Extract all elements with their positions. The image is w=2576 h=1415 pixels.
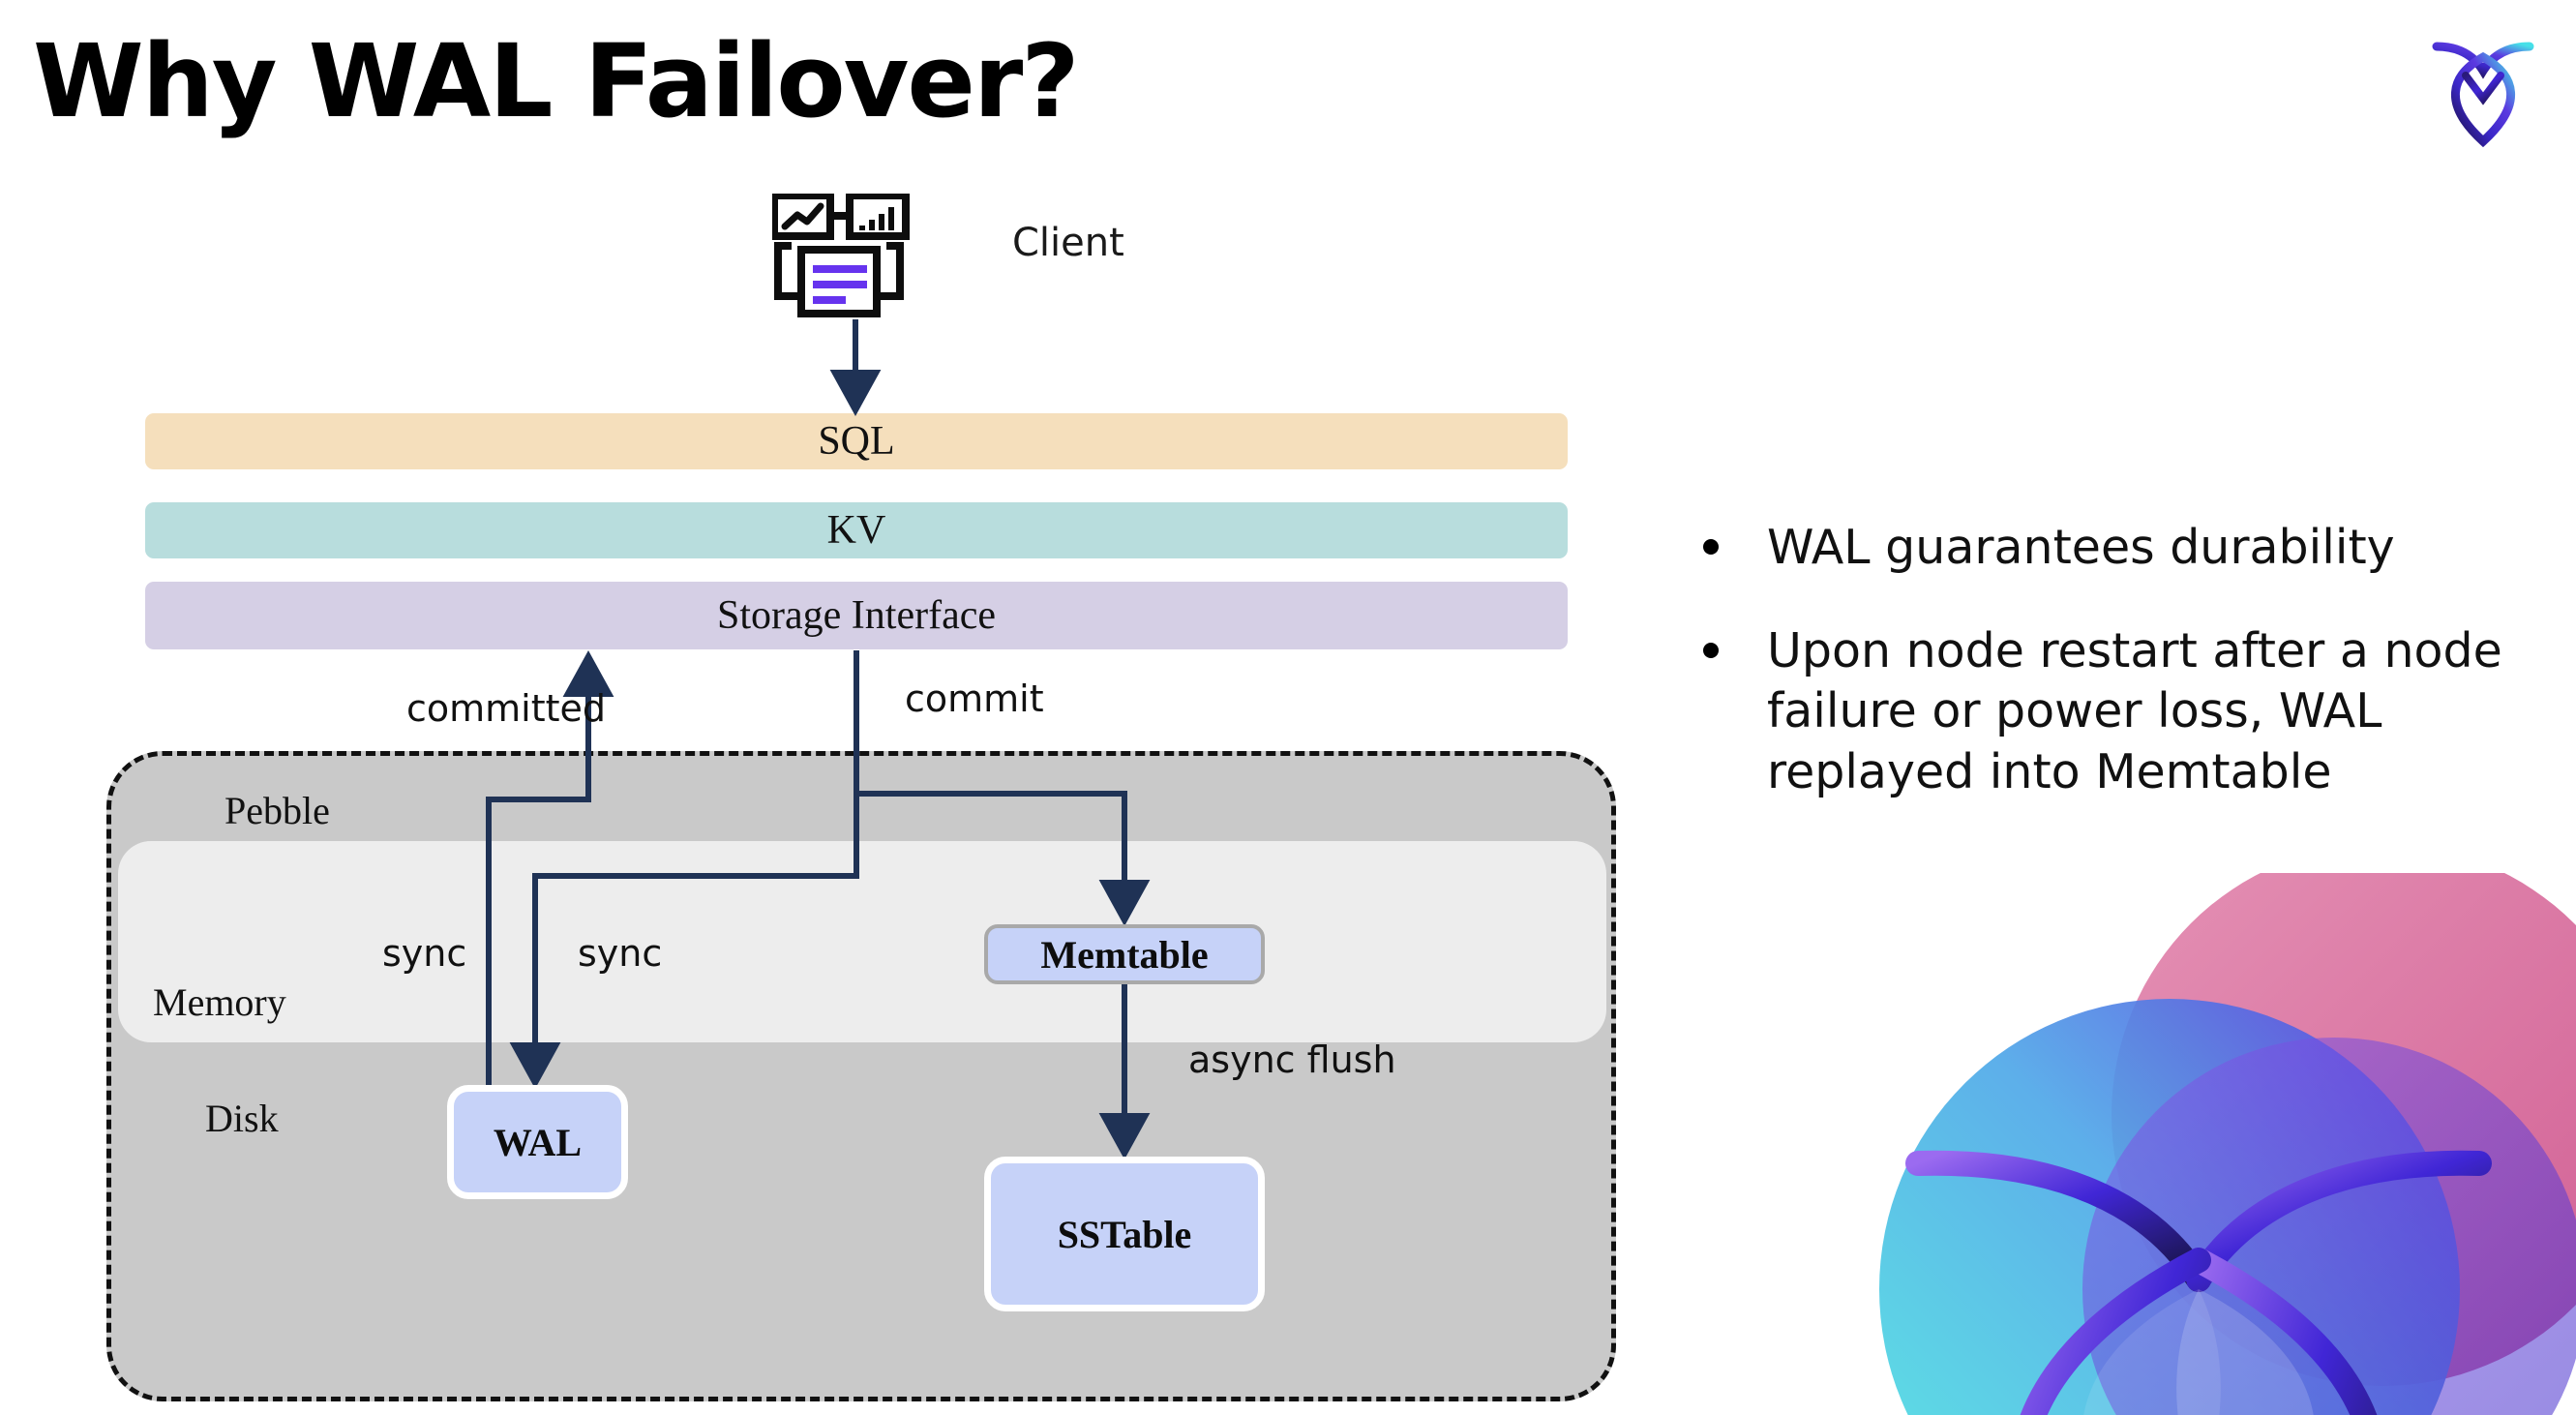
layer-label-storage-interface: Storage Interface [717, 593, 996, 638]
flow-label-committed: committed [406, 687, 607, 730]
list-item: Upon node restart after a node failure o… [1703, 621, 2516, 803]
decorative-circles-graphic [1879, 844, 2576, 1415]
layer-label-sql: SQL [818, 419, 895, 464]
disk-label: Disk [205, 1097, 279, 1140]
layer-bar-kv: KV [145, 502, 1568, 558]
memory-region [118, 841, 1606, 1042]
bullet-text: Upon node restart after a node failure o… [1767, 622, 2502, 800]
flow-label-sync-left: sync [382, 932, 467, 975]
flow-label-commit: commit [905, 677, 1044, 720]
layer-bar-storage-interface: Storage Interface [145, 582, 1568, 649]
bullet-list: WAL guarantees durability Upon node rest… [1703, 518, 2516, 846]
memory-label: Memory [153, 980, 286, 1024]
layer-label-kv: KV [826, 508, 886, 553]
bullet-text: WAL guarantees durability [1767, 520, 2395, 575]
list-item: WAL guarantees durability [1703, 518, 2516, 579]
page-title: Why WAL Failover? [33, 22, 1080, 140]
pebble-label: Pebble [225, 789, 330, 832]
bullet-dot-icon [1703, 642, 1719, 658]
box-label-memtable: Memtable [1040, 932, 1209, 977]
box-label-sstable: SSTable [1057, 1212, 1192, 1256]
box-wal: WAL [447, 1085, 628, 1199]
box-label-wal: WAL [493, 1120, 583, 1164]
box-sstable: SSTable [984, 1157, 1265, 1311]
cockroachdb-logo [2415, 25, 2551, 151]
box-memtable: Memtable [984, 924, 1265, 984]
layer-bar-sql: SQL [145, 413, 1568, 469]
client-label: Client [1012, 221, 1124, 265]
client-dashboard-icon [770, 192, 925, 319]
bullet-dot-icon [1703, 539, 1719, 555]
flow-label-sync-right: sync [578, 932, 663, 975]
flow-label-async-flush: async flush [1188, 1039, 1396, 1081]
